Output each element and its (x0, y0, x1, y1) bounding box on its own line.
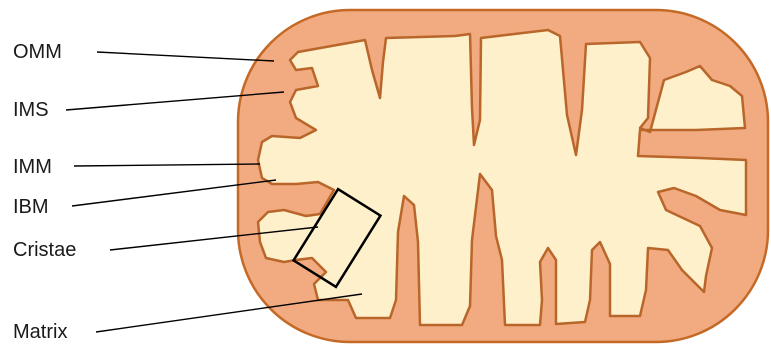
omm-label: OMM (13, 42, 62, 62)
ims-label: IMS (13, 100, 49, 120)
imm-label: IMM (13, 157, 52, 177)
ibm-label: IBM (13, 197, 49, 217)
matrix-label: Matrix (13, 322, 67, 342)
cristae-label: Cristae (13, 240, 76, 260)
omm-leader-line (97, 52, 274, 61)
imm-leader-line (74, 164, 260, 166)
